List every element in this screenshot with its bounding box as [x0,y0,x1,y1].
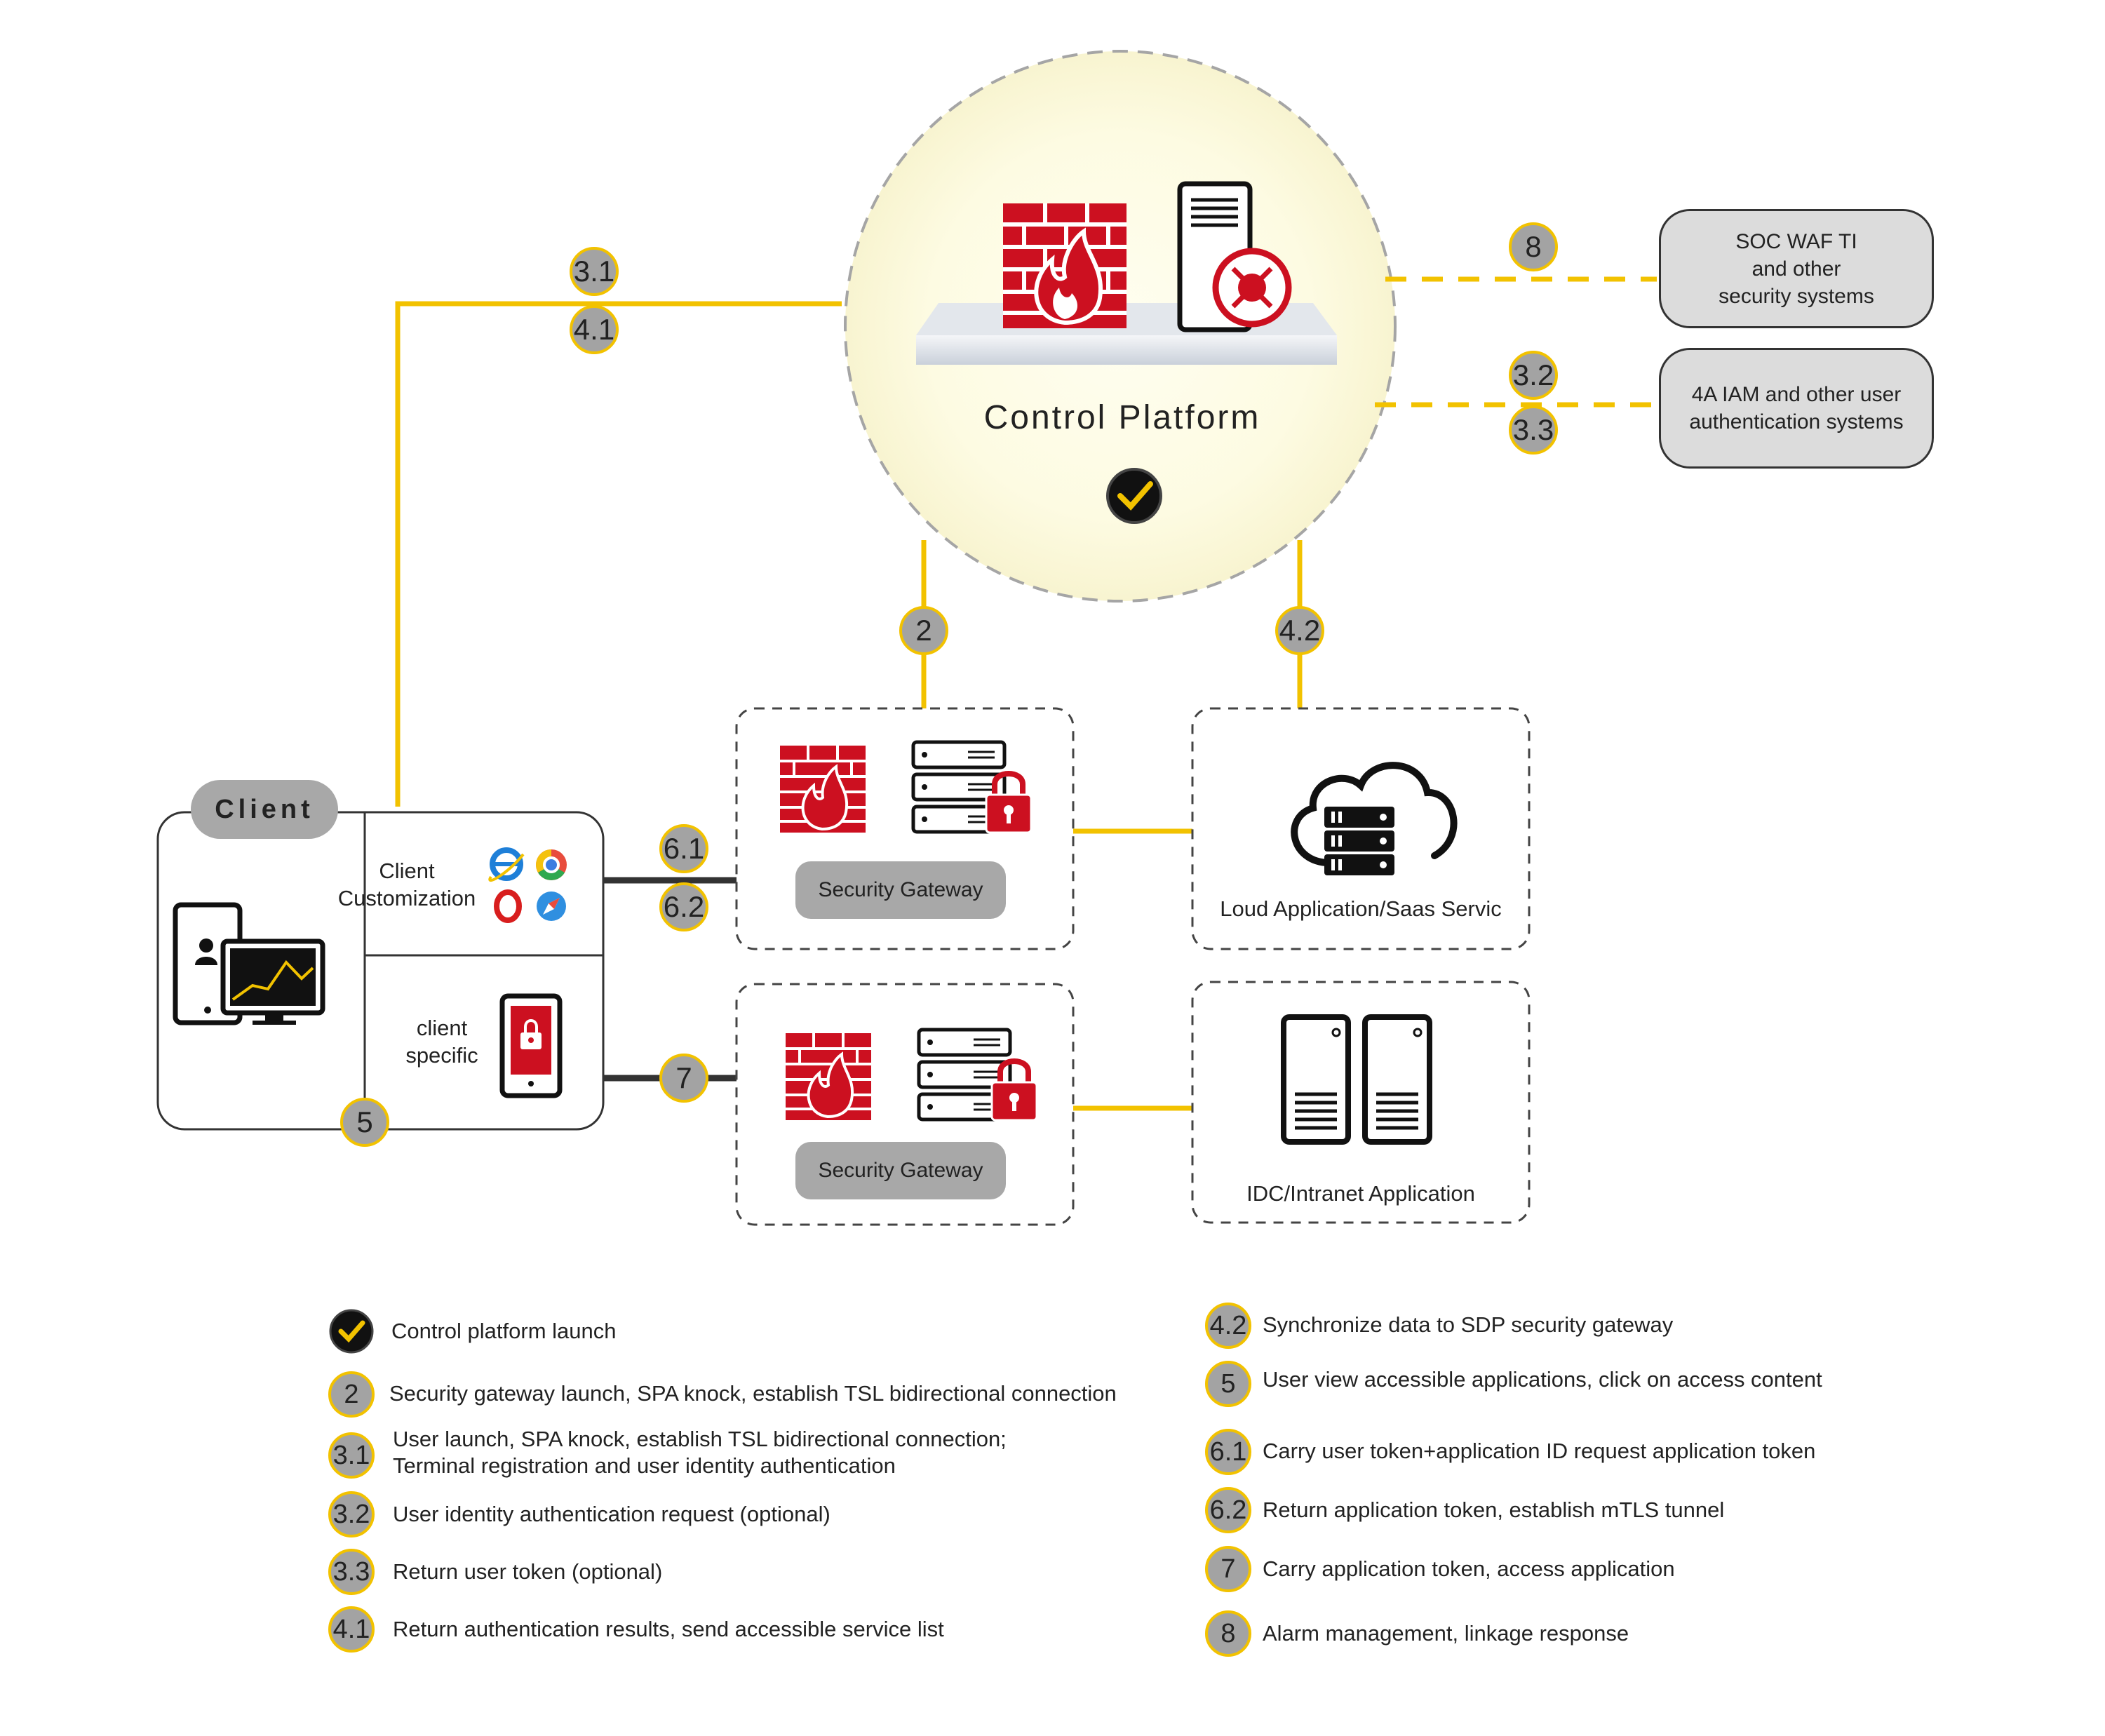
iam-systems-label: 4A IAM and other user authentication sys… [1689,383,1904,433]
legend-badge-6-1: 6.1 [1205,1429,1251,1475]
soc-systems-label: SOC WAF TI and other security systems [1719,229,1874,308]
gateway1-firewall-icon [780,746,866,833]
ie-browser-icon [488,847,525,882]
legend-badge-2: 2 [328,1371,375,1418]
legend-badge-8: 8 [1205,1610,1251,1657]
security-gateway-2-label: Security Gateway [818,1159,983,1182]
legend-badge-3-1: 3.1 [328,1432,375,1479]
control-firewall-icon [1003,203,1127,328]
legend-badge-6-2: 6.2 [1205,1487,1251,1533]
legend-text-3-2: User identity authentication request (op… [393,1502,830,1526]
legend-badge-4-1: 4.1 [328,1606,375,1653]
chrome-browser-icon [536,849,567,880]
legend-text-7: Carry application token, access applicat… [1263,1556,1675,1581]
checkmark-icon [329,1309,374,1354]
step-badge-4-1: 4.1 [570,305,619,354]
security-gateway-1-pill[interactable]: Security Gateway [795,861,1006,919]
soc-systems-box[interactable]: SOC WAF TI and other security systems [1659,209,1934,328]
legend-text-4-1: Return authentication results, send acce… [393,1617,944,1641]
cloud-app-container [1191,707,1531,950]
step-badge-6-1: 6.1 [659,824,708,873]
client-devices-icon [173,902,325,1025]
opera-browser-icon [494,889,522,923]
legend-text-2: Security gateway launch, SPA knock, esta… [389,1381,1117,1406]
legend-text-8: Alarm management, linkage response [1263,1621,1629,1646]
step-badge-8: 8 [1509,222,1558,271]
gateway2-server-lock-icon [917,1028,1038,1122]
client-specific-phone-icon [499,993,563,1098]
step-badge-2: 2 [899,606,948,655]
legend-badge-3-2: 3.2 [328,1491,375,1537]
gateway2-firewall-icon [786,1033,871,1120]
step-badge-7: 7 [659,1054,708,1103]
step-badge-6-2: 6.2 [659,882,708,931]
legend-text-5: User view accessible applications, click… [1263,1367,1822,1392]
platform-launch-check-icon [1106,468,1162,524]
iam-systems-box[interactable]: 4A IAM and other user authentication sys… [1659,348,1934,469]
cloud-application-label: Loud Application/Saas Servic [1220,896,1502,921]
client-to-platform-line [395,301,842,807]
legend-text-3-1: User launch, SPA knock, establish TSL bi… [393,1427,1007,1478]
control-platform-title: Control Platform [983,399,1261,436]
legend-text-3-3: Return user token (optional) [393,1559,663,1584]
idc-app-container [1191,981,1531,1224]
legend-text-4-2: Synchronize data to SDP security gateway [1263,1312,1674,1337]
legend-badge-5: 5 [1205,1361,1251,1407]
security-gateway-1-label: Security Gateway [818,878,983,901]
legend-text-6-1: Carry user token+application ID request … [1263,1439,1816,1463]
gateway1-server-lock-icon [911,740,1033,834]
step-badge-3-3: 3.3 [1509,405,1558,455]
legend-text-launch: Control platform launch [391,1319,617,1343]
legend-text-6-2: Return application token, establish mTLS… [1263,1498,1725,1522]
legend-badge-7: 7 [1205,1546,1251,1592]
step-badge-5: 5 [340,1098,389,1147]
browser-icons [488,847,567,923]
client-customization-label: Client Customization [337,859,476,910]
legend-badge-3-3: 3.3 [328,1549,375,1595]
step-badge-4-2: 4.2 [1275,606,1324,655]
safari-browser-icon [537,891,566,921]
step-badge-3-1: 3.1 [570,247,619,296]
client-specific-label: client specific [405,1016,478,1068]
cloud-server-icon [1291,762,1458,875]
client-title-pill: Client [191,780,338,839]
step-badge-3-2: 3.2 [1509,351,1558,400]
client-title: Client [215,794,314,824]
control-server-icon [1177,181,1292,332]
idc-application-label: IDC/Intranet Application [1246,1181,1475,1206]
legend-badge-4-2: 4.2 [1205,1303,1251,1349]
idc-servers-icon [1281,1014,1432,1145]
security-gateway-2-pill[interactable]: Security Gateway [795,1142,1006,1199]
